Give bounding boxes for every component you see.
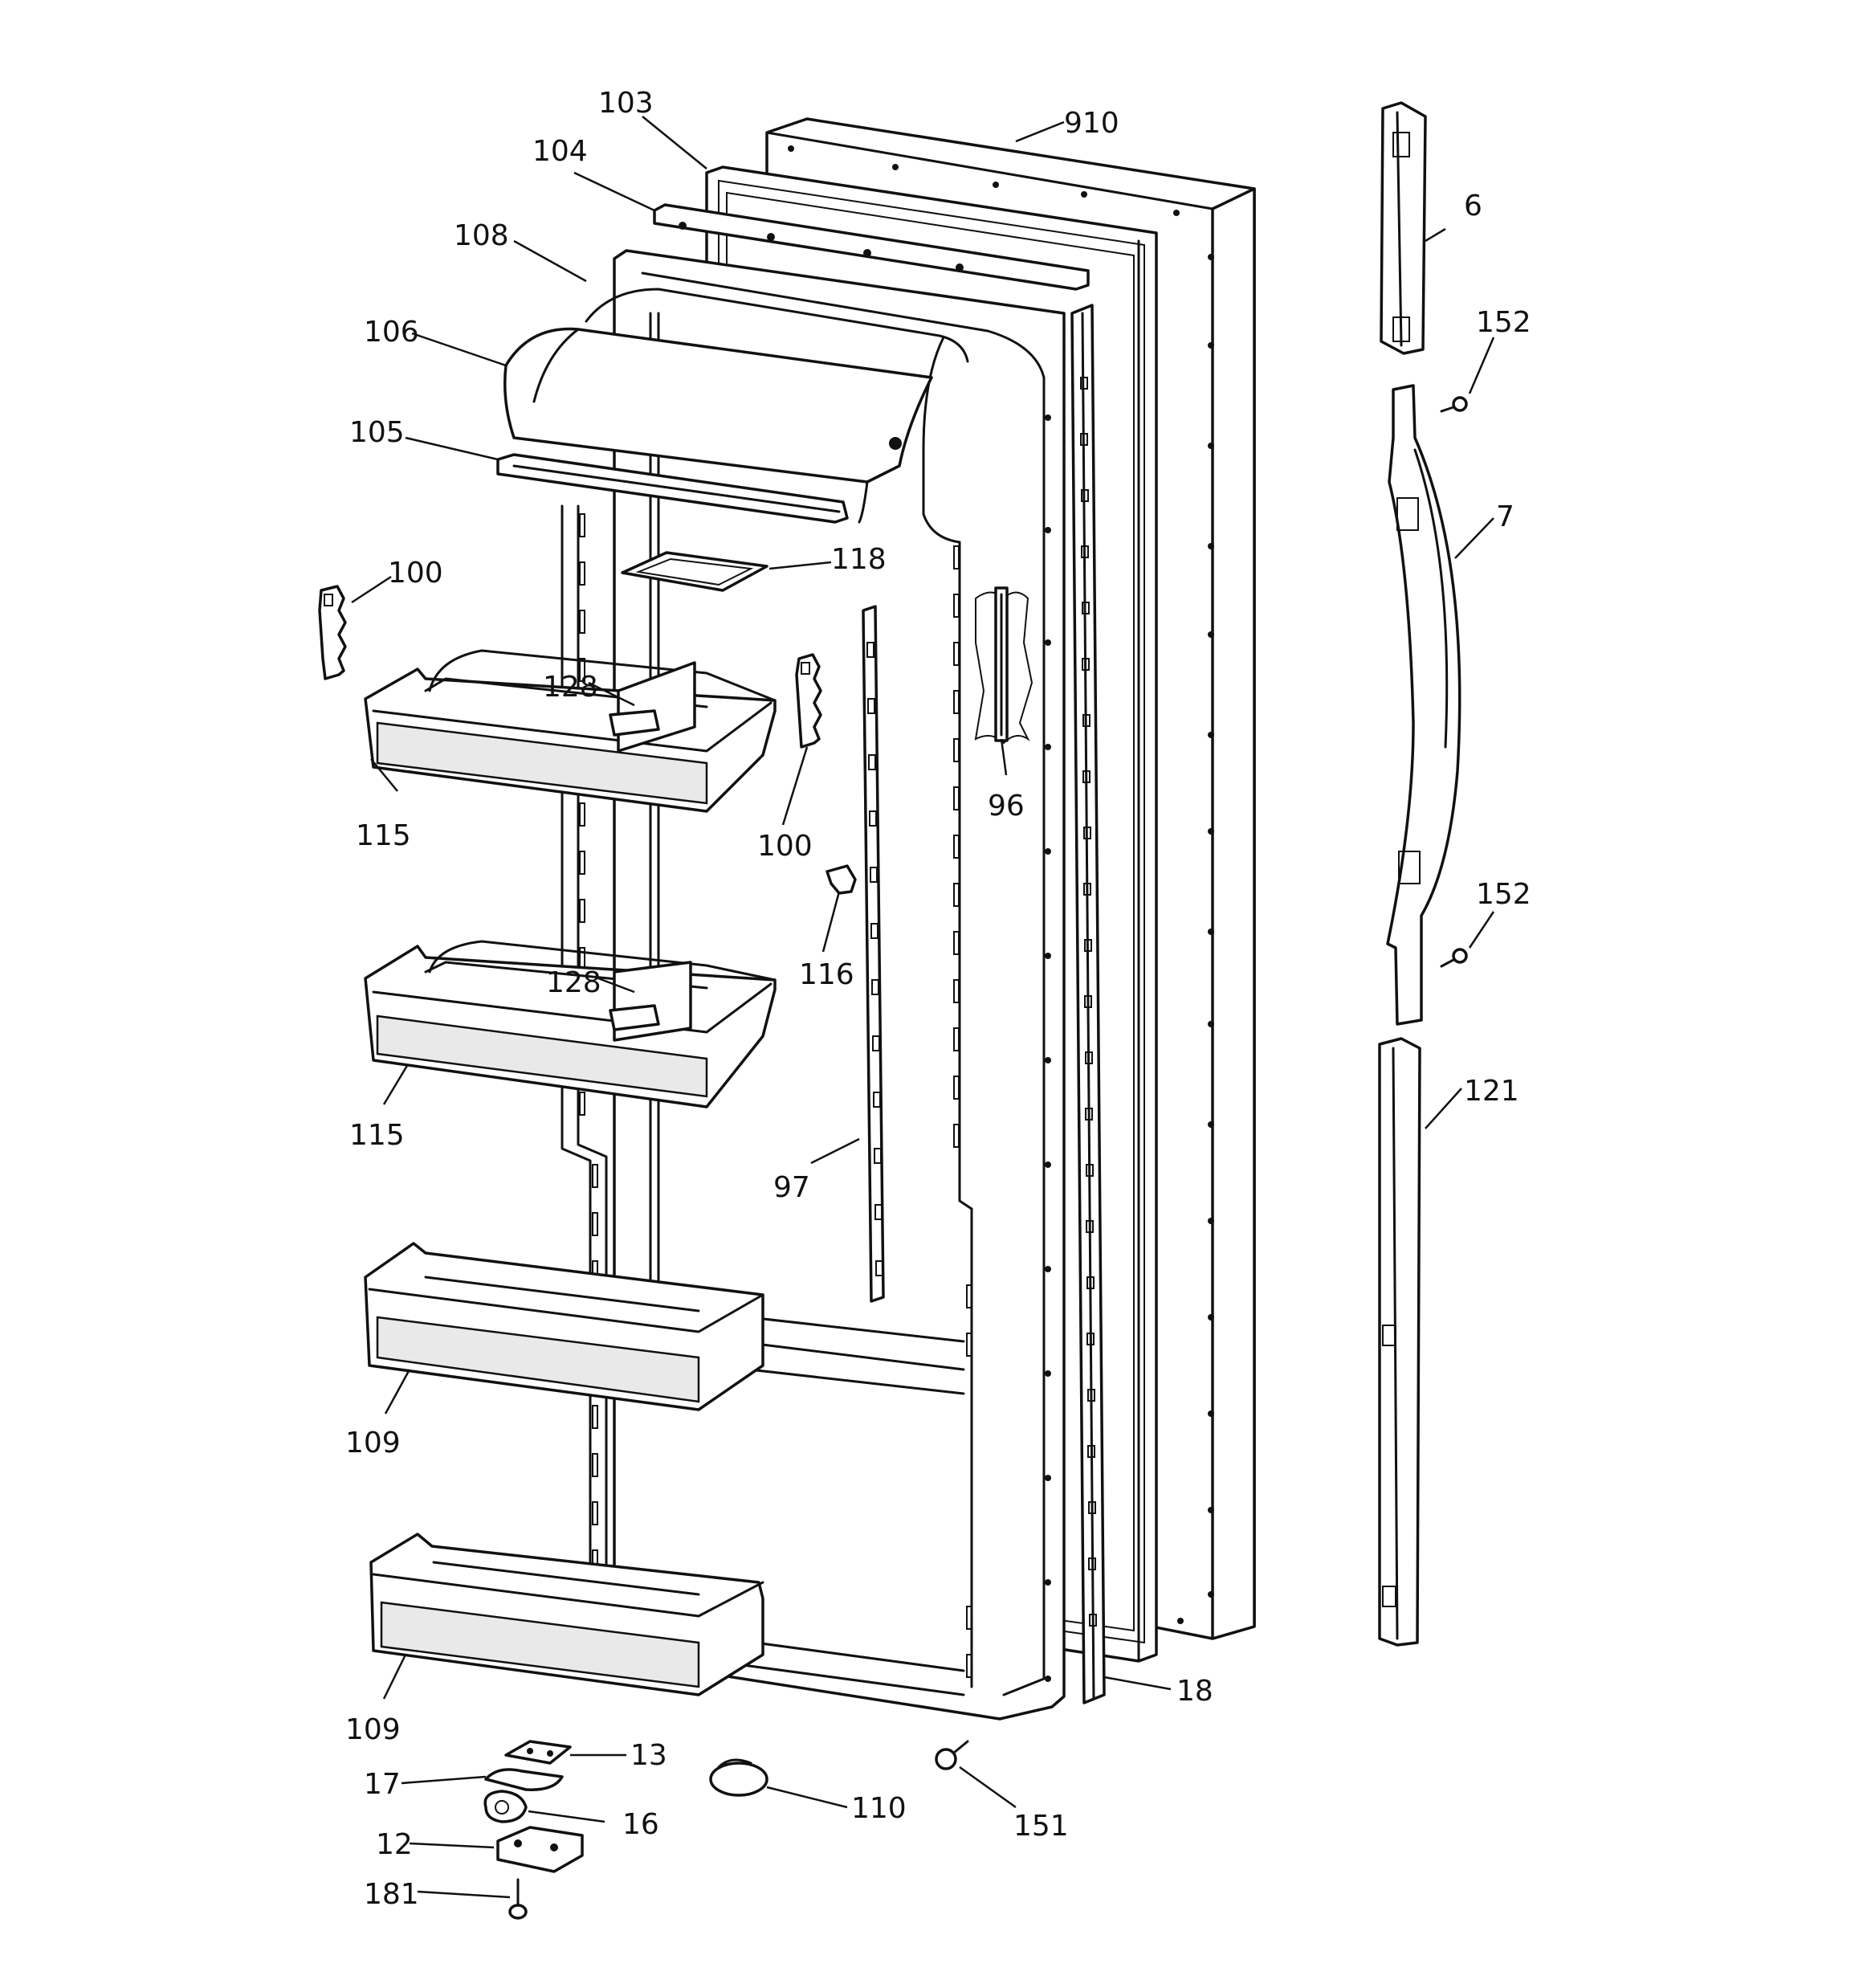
dairy-frame xyxy=(496,453,849,524)
handle-trim xyxy=(1378,1037,1421,1647)
callout-6: 6 xyxy=(1464,190,1482,222)
hinge-side-trim xyxy=(1070,304,1106,1704)
callout-100-left: 100 xyxy=(388,557,443,590)
callout-115-upper: 115 xyxy=(356,819,411,852)
hinge-screw xyxy=(508,1878,528,1920)
butter-tray xyxy=(621,551,768,592)
door-bin-lower-1 xyxy=(364,1242,764,1411)
callout-7: 7 xyxy=(1496,500,1514,533)
shelf-bracket-left xyxy=(318,585,347,680)
callout-152-upper: 152 xyxy=(1476,306,1531,339)
shelf-bracket-right xyxy=(795,653,822,749)
callout-910: 910 xyxy=(1064,107,1119,140)
callout-97: 97 xyxy=(773,1171,810,1204)
door-bin-upper xyxy=(364,649,777,813)
callout-118: 118 xyxy=(831,543,887,576)
hinge-plate xyxy=(504,1740,572,1765)
handle-cap xyxy=(1380,101,1427,355)
callout-17: 17 xyxy=(364,1768,401,1801)
hinge-bracket xyxy=(496,1826,584,1873)
callout-121: 121 xyxy=(1464,1075,1519,1108)
door-handle xyxy=(1386,384,1461,1026)
callout-106: 106 xyxy=(364,316,419,349)
hinge-shim xyxy=(484,1768,564,1791)
callout-110: 110 xyxy=(851,1792,907,1825)
door-bin-lower-2 xyxy=(369,1533,764,1696)
callout-100-right: 100 xyxy=(757,830,813,863)
callout-116: 116 xyxy=(799,958,854,991)
callout-104: 104 xyxy=(532,135,588,168)
callout-labels: 103 910 104 108 106 105 118 100 128 115 … xyxy=(345,87,1531,1911)
callout-109-lower: 109 xyxy=(345,1713,401,1746)
top-trim xyxy=(653,203,1090,291)
door-bin-middle xyxy=(364,940,777,1108)
callout-105: 105 xyxy=(349,416,405,449)
door-screw xyxy=(935,1740,969,1770)
callout-16: 16 xyxy=(622,1808,659,1841)
callout-13: 13 xyxy=(630,1739,667,1772)
hinge-cover-plug xyxy=(709,1758,768,1797)
handle-screw-lower xyxy=(1440,948,1468,968)
shelf-rail xyxy=(862,605,885,1303)
callout-18: 18 xyxy=(1176,1675,1213,1708)
callout-103: 103 xyxy=(598,87,654,120)
dairy-compartment-door xyxy=(503,327,933,524)
callout-12: 12 xyxy=(376,1828,413,1861)
handle-screw-upper xyxy=(1440,396,1468,413)
door-stop-clip xyxy=(826,864,857,895)
callout-109-upper: 109 xyxy=(345,1427,401,1459)
callout-108: 108 xyxy=(454,219,509,252)
callout-128-middle: 128 xyxy=(546,966,601,999)
hinge-bushing xyxy=(483,1790,528,1823)
callout-128-upper: 128 xyxy=(543,671,598,704)
callout-181: 181 xyxy=(364,1878,419,1911)
callout-152-lower: 152 xyxy=(1476,878,1531,911)
leader-lines xyxy=(351,116,1495,1899)
callout-151: 151 xyxy=(1013,1810,1069,1843)
callout-115-middle: 115 xyxy=(349,1119,405,1152)
callout-96: 96 xyxy=(988,790,1025,823)
